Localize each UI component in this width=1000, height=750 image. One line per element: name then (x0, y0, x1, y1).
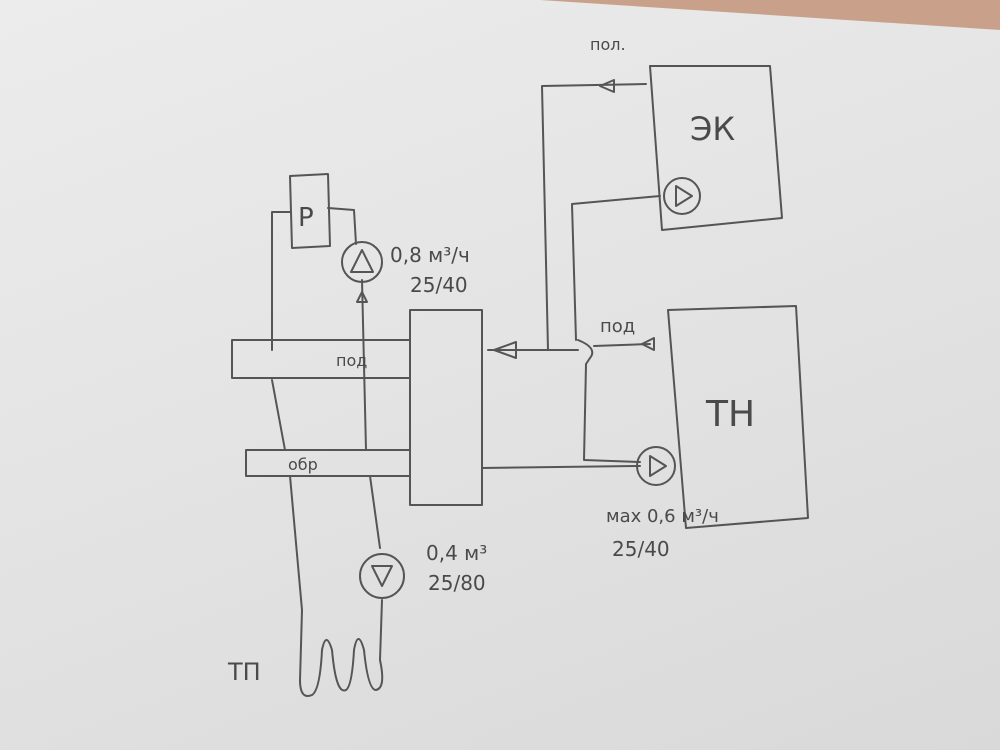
radiator-label: Р (298, 203, 314, 233)
radiator-pump-model: 25/40 (410, 273, 468, 297)
pipe-crossover (577, 339, 641, 463)
return-manifold (245, 449, 411, 477)
floor-supply-line (369, 475, 383, 661)
return-manifold-label: обр (288, 455, 318, 474)
floor-pump-flow: 0,4 м³ (426, 541, 487, 565)
hydraulic-separator (409, 309, 483, 506)
tn-label: ТН (705, 394, 755, 435)
tn-pump-flow: мах 0,6 м³/ч (606, 506, 719, 527)
radiator-pump-riser (361, 279, 367, 451)
arrow-top-icon (599, 79, 615, 93)
ek-box (649, 65, 783, 231)
floor-pump-icon (359, 553, 405, 599)
floor-heating-label: ТП (227, 658, 261, 686)
tn-pump-icon (636, 446, 676, 486)
radiator-pump-icon (341, 241, 383, 283)
floor-pump-model: 25/80 (428, 571, 486, 595)
separator-return-line (481, 465, 641, 469)
ek-inner-line (571, 195, 661, 341)
radiator-return-line (271, 211, 291, 451)
ek-label: ЭК (690, 110, 735, 148)
tn-supply-label: под (600, 316, 635, 337)
supply-manifold-label: под (336, 351, 367, 370)
separator-supply-line (487, 343, 651, 351)
top-supply-label: пол. (590, 35, 626, 54)
tn-box (667, 305, 809, 529)
arrow-from-tn-icon (641, 337, 655, 351)
tn-pump-model: 25/40 (612, 537, 670, 561)
supply-manifold (231, 339, 411, 379)
radiator-box (289, 173, 331, 249)
radiator-supply-line (327, 207, 357, 245)
arrow-into-separator-icon (493, 341, 517, 359)
ek-outer-line (541, 83, 647, 351)
radiator-pump-flow: 0,8 м³/ч (390, 243, 470, 267)
floor-heating-coil (299, 638, 384, 697)
floor-return-line (289, 475, 303, 681)
ek-pump-icon (663, 177, 701, 215)
arrow-up-icon (356, 291, 368, 303)
